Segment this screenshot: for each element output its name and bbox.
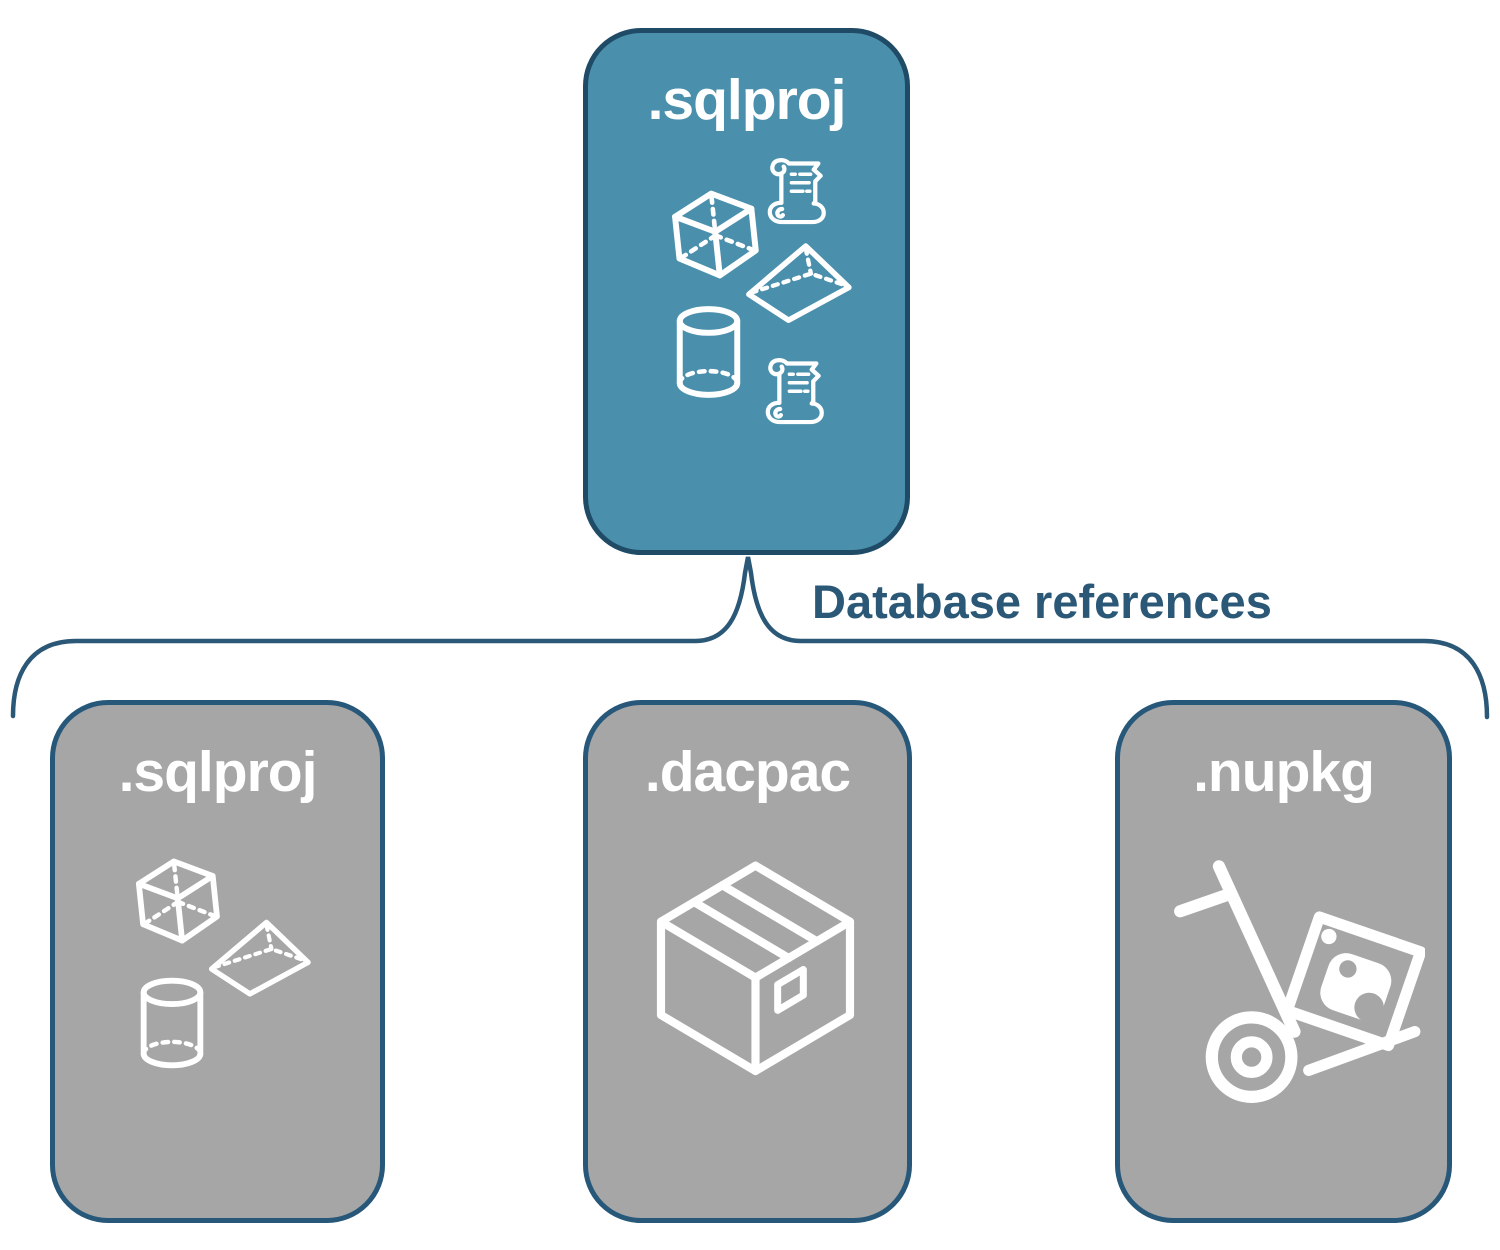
cylinder-icon: [140, 977, 204, 1069]
scroll-icon: [765, 358, 824, 425]
top-node-title: .sqlproj: [647, 68, 847, 132]
scroll-icon: [767, 158, 826, 225]
child-node-title: .dacpac: [644, 740, 851, 804]
top-node-sqlproj: .sqlproj: [583, 28, 910, 555]
package-box-icon: [656, 861, 855, 1076]
cube-icon: [135, 858, 220, 944]
connector-label: Database references: [812, 575, 1272, 628]
nuget-hand-truck-icon: [1174, 860, 1425, 1103]
cylinder-icon: [676, 306, 741, 398]
child-node-title: .sqlproj: [118, 740, 318, 804]
pyramid-icon: [208, 919, 311, 997]
cube-icon: [672, 190, 759, 279]
brace-connector: [10, 556, 1490, 720]
child-node-title: .nupkg: [1193, 740, 1375, 804]
child-node-sqlproj: .sqlproj: [50, 700, 385, 1223]
pyramid-icon: [746, 243, 852, 323]
child-node-dacpac: .dacpac: [583, 700, 912, 1223]
child-node-nupkg: .nupkg: [1115, 700, 1452, 1223]
